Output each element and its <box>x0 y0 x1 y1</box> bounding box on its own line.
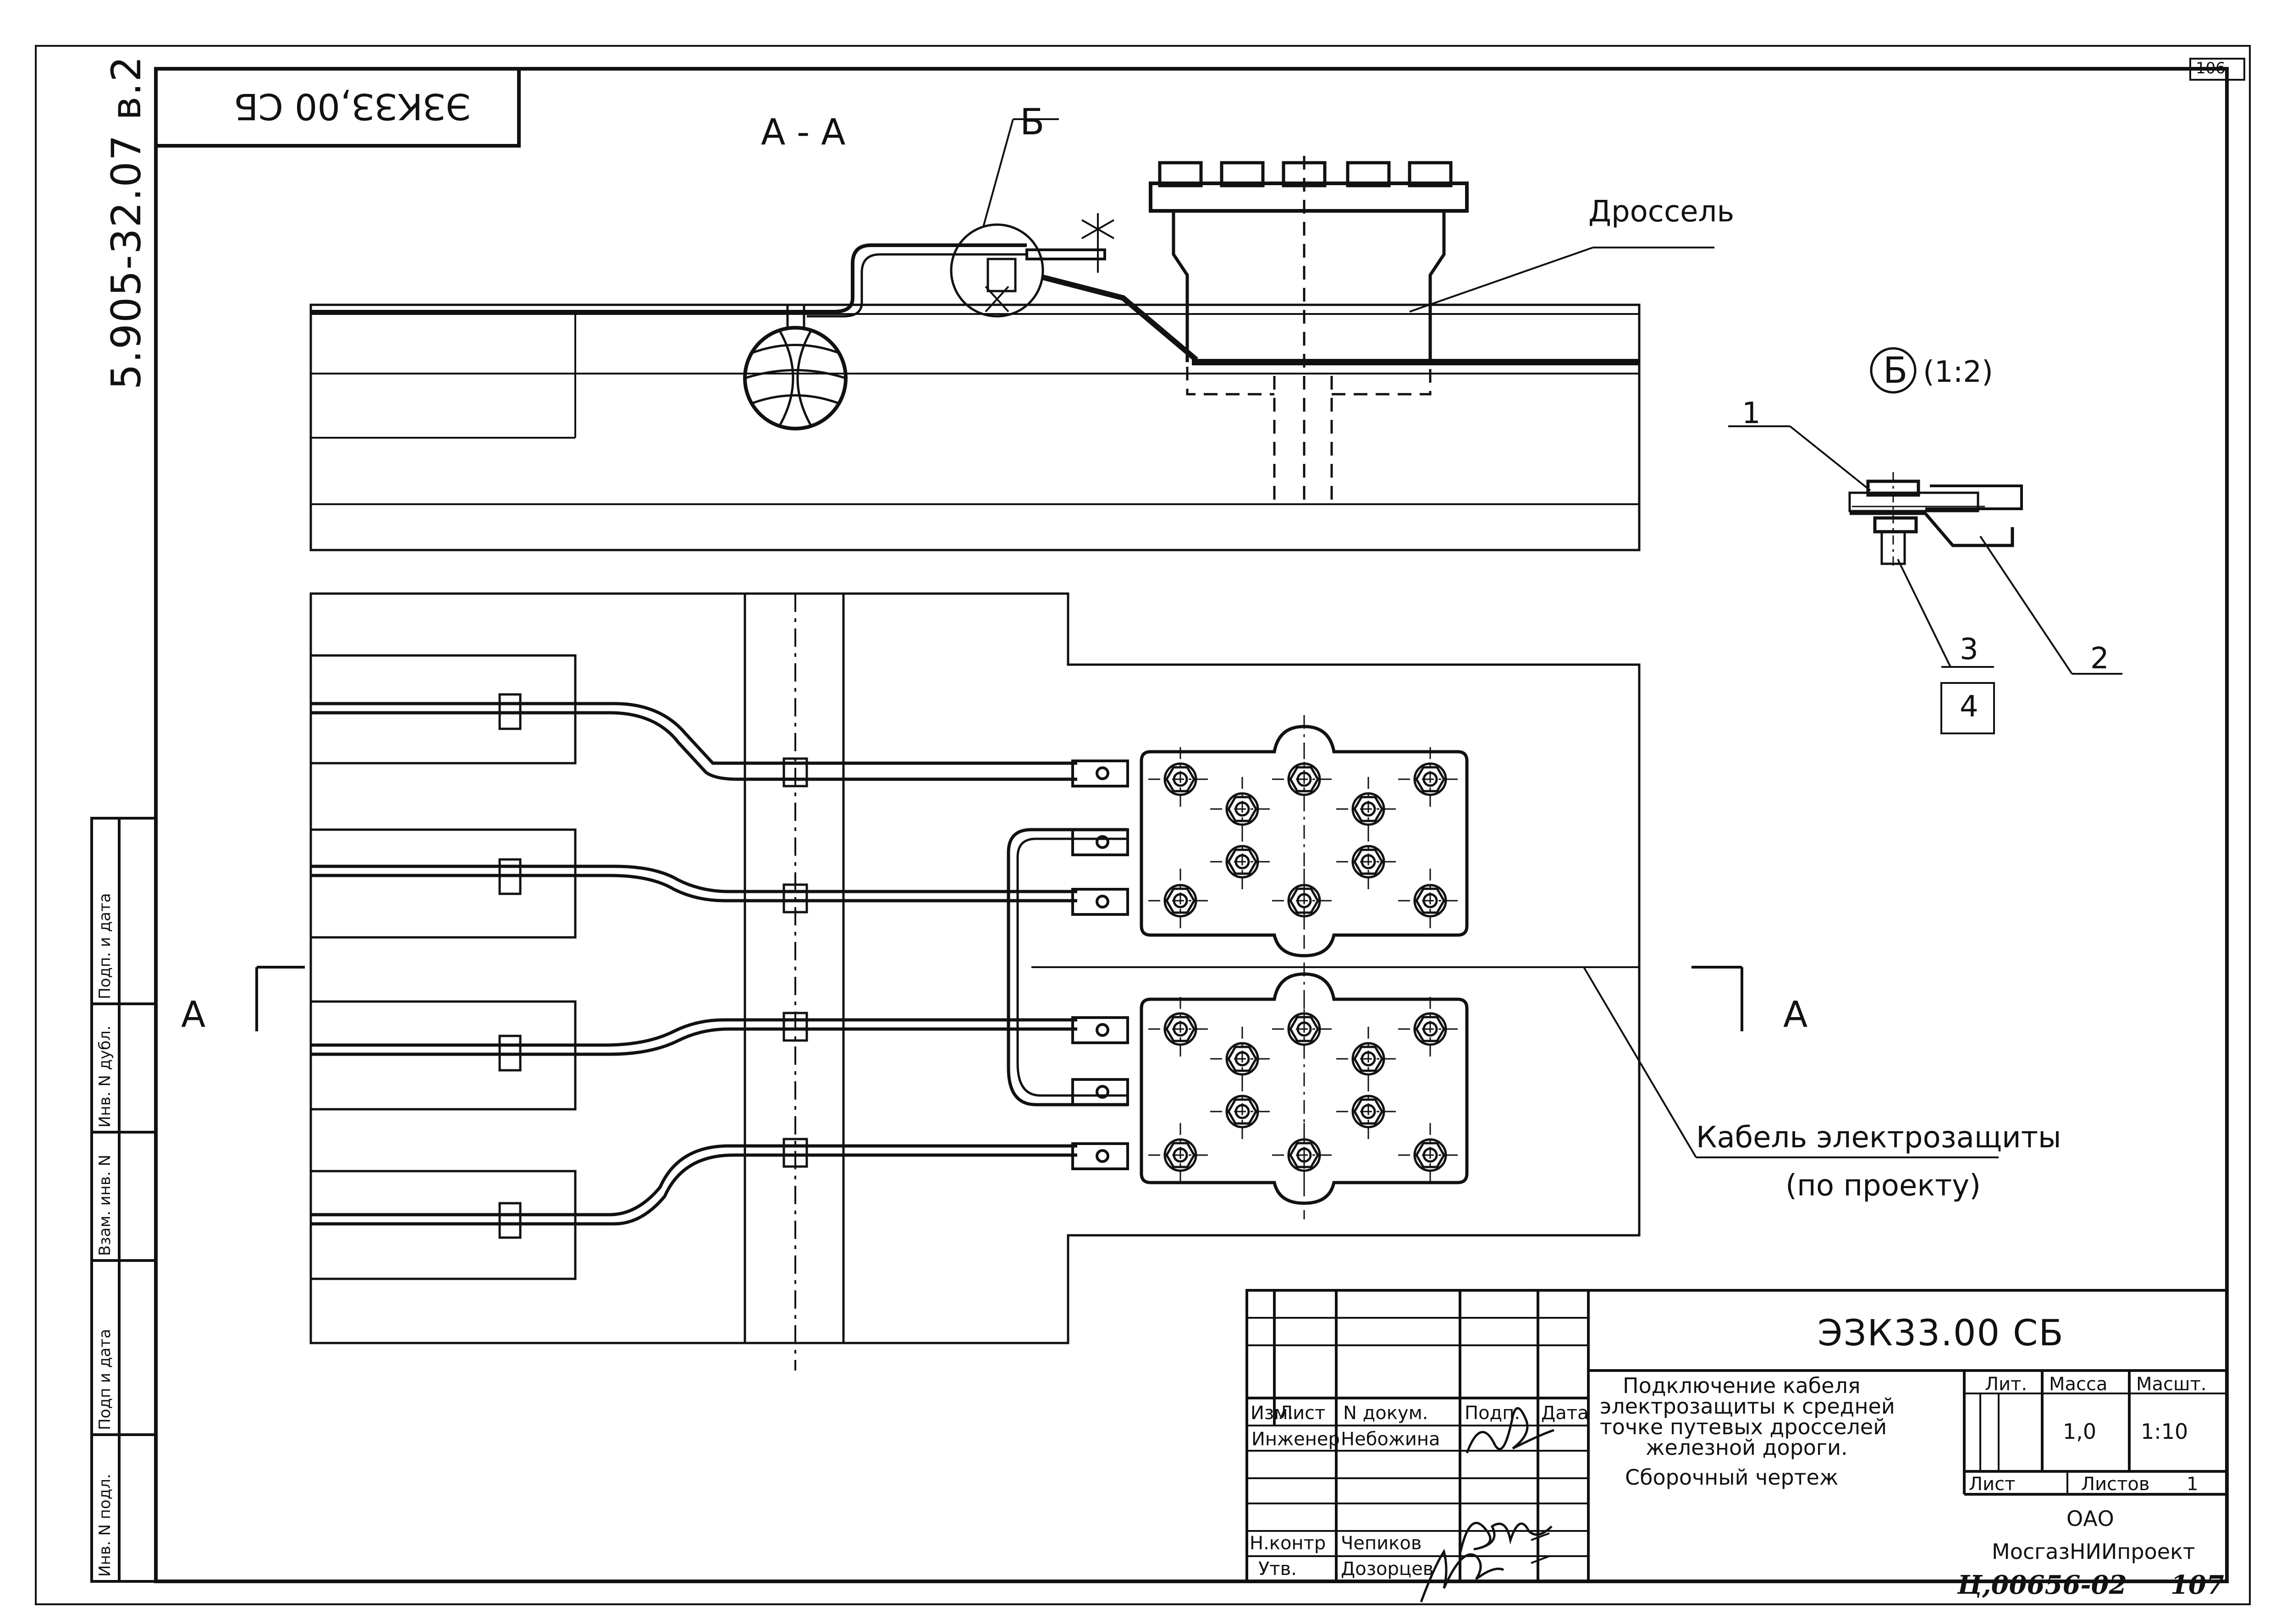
name-nkontr: Чепиков <box>1341 1533 1422 1554</box>
role-engineer: Инженер <box>1251 1429 1340 1450</box>
rotated-code-box <box>154 67 521 148</box>
stamp-page: 107 <box>2171 1570 2224 1600</box>
outer-frame <box>35 45 2251 1605</box>
col-n-dokum: N докум. <box>1343 1403 1428 1424</box>
signature-utv <box>1420 1548 1504 1602</box>
section-aa <box>309 118 1714 551</box>
title-line-5: Сборочный чертеж <box>1625 1465 1839 1490</box>
detail-b <box>1728 347 2122 734</box>
org-line-1: ОАО <box>2066 1506 2114 1531</box>
cable-label: Кабель электрозащиты <box>1696 1121 2061 1155</box>
section-mark-right: А <box>1783 994 1808 1035</box>
col-izm: Изм. <box>1251 1403 1294 1424</box>
org-line-2: МосгазНИИпроект <box>1992 1539 2195 1564</box>
title-doc-number: ЭЗК33.00 СБ <box>1818 1313 2064 1354</box>
sheets-value: 1 <box>2187 1474 2198 1495</box>
section-title: А - А <box>761 112 846 153</box>
name-engineer: Небожина <box>1341 1429 1440 1450</box>
sheet-label: Лист <box>1969 1474 2016 1495</box>
detail-b-scale: (1:2) <box>1923 355 1993 389</box>
col-podp: Подп. <box>1465 1403 1521 1424</box>
title-line-2: электрозащиты к средней <box>1600 1394 1895 1419</box>
title-line-1: Подключение кабеля <box>1623 1373 1861 1398</box>
detail-position-3: 3 <box>1960 633 1978 666</box>
title-line-4: железной дороги. <box>1646 1435 1848 1460</box>
name-utv: Дозорцев <box>1341 1558 1434 1580</box>
detail-b-title: Б <box>1883 350 1908 391</box>
plan-view <box>255 592 1999 1371</box>
col-data: Дата <box>1541 1403 1589 1424</box>
role-nkontr: Н.контр <box>1250 1533 1326 1554</box>
lit-label: Лит. <box>1985 1374 2028 1395</box>
scale-value: 1:10 <box>2141 1419 2188 1444</box>
mass-label: Масса <box>2049 1374 2108 1395</box>
side-stamp <box>90 817 157 1583</box>
cable-note: (по проекту) <box>1785 1169 1981 1203</box>
sheet-number-box <box>2189 58 2245 81</box>
role-utv: Утв. <box>1258 1558 1297 1580</box>
sheets-label: Листов <box>2081 1474 2150 1495</box>
stamp-number: Ц,00656-02 <box>1957 1570 2127 1600</box>
signature-nkontr <box>1459 1522 1553 1554</box>
col-list: Лист <box>1279 1403 1326 1424</box>
callout-b-label: Б <box>1020 102 1045 143</box>
detail-position-2: 2 <box>2090 642 2109 676</box>
drossel-label: Дроссель <box>1588 195 1735 229</box>
detail-position-1: 1 <box>1742 396 1761 430</box>
signature-engineer <box>1466 1407 1554 1453</box>
title-line-3: точке путевых дросселей <box>1600 1415 1887 1439</box>
scale-label: Масшт. <box>2136 1374 2207 1395</box>
sheet-number: 106 <box>2196 59 2226 77</box>
mass-value: 1,0 <box>2063 1419 2097 1444</box>
section-mark-left: А <box>181 994 206 1035</box>
detail-position-4: 4 <box>1960 690 1978 724</box>
